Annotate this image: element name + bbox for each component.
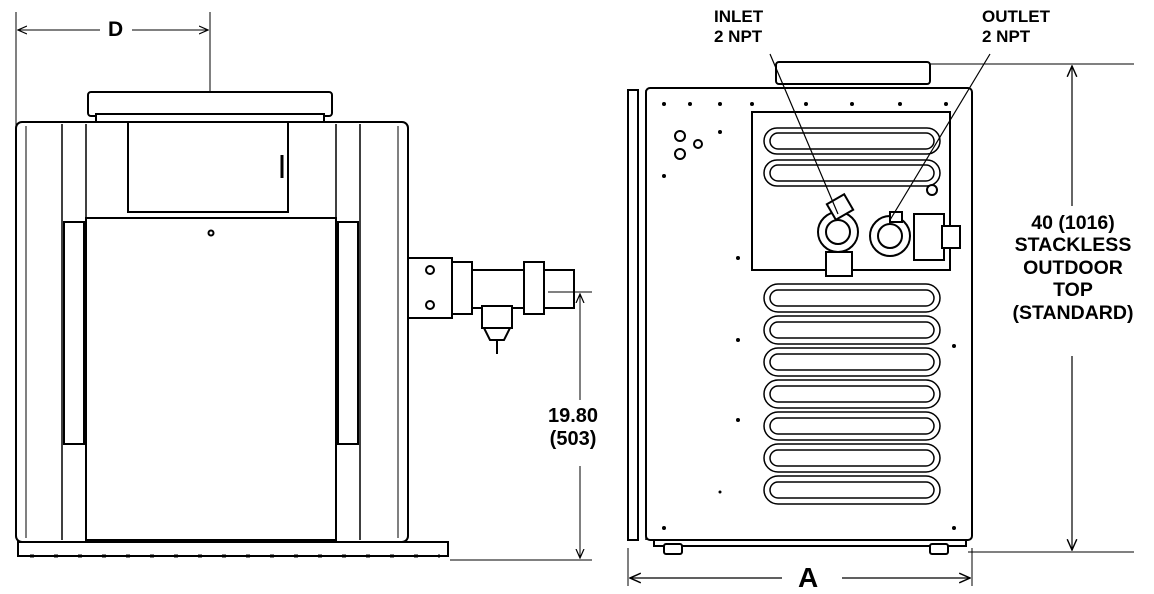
front-height-value: 19.80 [548,405,599,427]
inlet-leader-line [769,53,839,215]
side-foot-left [663,543,683,555]
side-rivets [662,102,956,530]
side-view [627,53,1134,586]
side-left-edge [627,89,639,541]
side-louvers-bottom [763,283,941,505]
front-height-dimension-label: 19.80 (503) [548,405,598,451]
side-height-line2: STACKLESS [1014,234,1132,257]
side-foot-right [929,543,949,555]
side-height-line3: OUTDOOR [1023,256,1123,279]
outlet-leader-line [889,53,991,221]
front-control-box [127,121,289,213]
depth-dimension-label: D [108,18,124,41]
side-louvers-top [763,127,941,187]
front-panel-screw [207,229,215,237]
outlet-label: OUTLET 2 NPT [982,7,1050,46]
side-top-cover [775,61,931,85]
side-knockout-2 [674,148,686,160]
inlet-label: INLET 2 NPT [714,7,763,46]
side-knockout-4 [926,184,938,196]
side-height-line4: TOP [1053,279,1093,302]
side-base [653,539,967,547]
outlet-label-line1: OUTLET [982,7,1050,26]
side-height-line1: 40 (1016) [1031,212,1115,234]
front-top-cover [87,91,333,117]
side-height-dimension-label: 40 (1016) STACKLESS OUTDOOR TOP (STANDAR… [998,212,1148,324]
front-base [17,541,449,557]
inlet-label-line1: INLET [714,7,764,26]
front-view [15,12,592,561]
front-access-panel [85,217,337,541]
front-height-metric: (503) [549,428,597,450]
outlet-label-line2: 2 NPT [982,26,1031,46]
front-right-slot [337,221,359,445]
side-knockout-3 [693,139,703,149]
side-plumbing-assembly [817,192,961,277]
front-plumbing-assembly [407,257,575,354]
front-left-slot [63,221,85,445]
side-height-line5: (STANDARD) [1012,301,1134,324]
inlet-label-line2: 2 NPT [714,26,763,46]
side-knockout-1 [674,130,686,142]
width-dimension-label: A [798,562,819,593]
front-top-cover-lip [95,113,325,123]
